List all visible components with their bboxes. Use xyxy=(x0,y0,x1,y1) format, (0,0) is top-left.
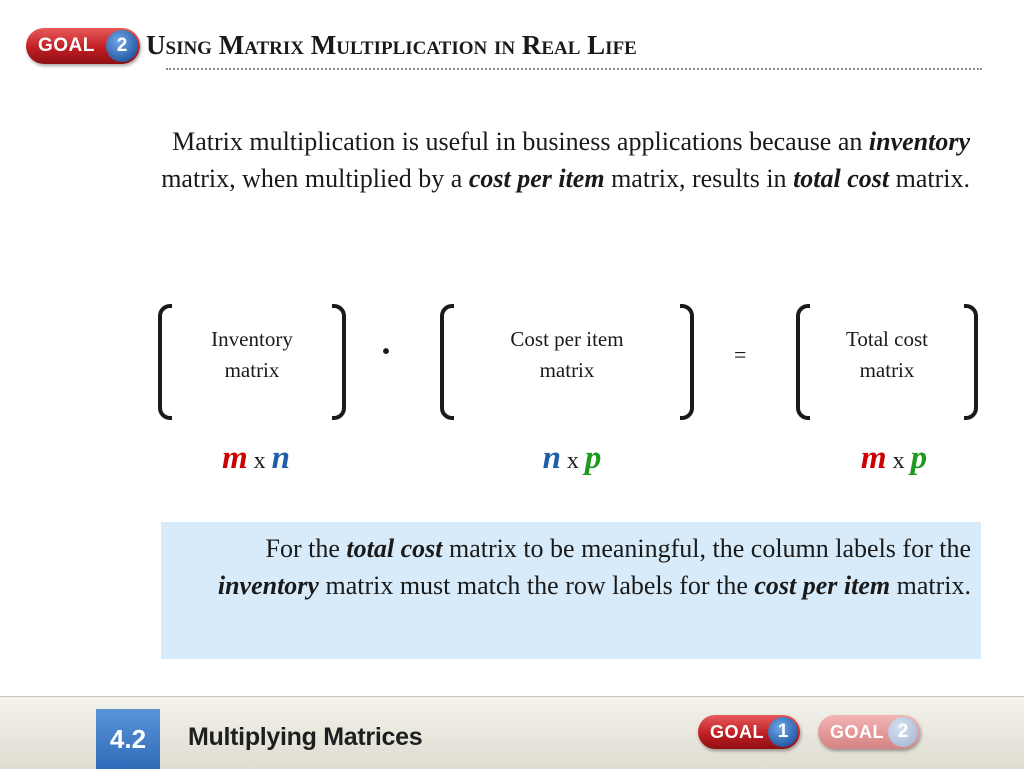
section-title: Multiplying Matrices xyxy=(188,723,423,751)
intro-emphasis-cost-per-item: cost per item xyxy=(468,164,605,193)
matrix-label-line-1: Inventory xyxy=(211,327,293,351)
goal-badge-label: GOAL xyxy=(38,35,95,56)
goal-badge-number: 2 xyxy=(106,30,138,62)
title-divider xyxy=(166,68,982,70)
inventory-matrix: Inventory matrix xyxy=(158,304,346,420)
intro-emphasis-inventory: inventory xyxy=(868,127,970,156)
intro-text-4: matrix. xyxy=(889,164,970,193)
intro-text-1: Matrix multiplication is useful in busin… xyxy=(172,127,869,156)
goal-2-badge: GOAL 2 xyxy=(26,28,140,64)
dim-times: x xyxy=(566,448,579,474)
dim-times: x xyxy=(253,448,266,474)
goal-1-number: 1 xyxy=(768,717,798,747)
matrix-label-line-1: Total cost xyxy=(846,327,928,351)
dim-n: n xyxy=(542,440,561,476)
note-box: For the total cost matrix to be meaningf… xyxy=(161,522,981,659)
note-emphasis-total-cost: total cost xyxy=(346,534,443,563)
matrix-label-line-2: matrix xyxy=(224,358,280,382)
right-bracket xyxy=(332,304,346,420)
cost-per-item-matrix: Cost per item matrix xyxy=(440,304,694,420)
section-number-badge[interactable]: 4.2 xyxy=(96,709,160,769)
page-title: Using Matrix Multiplication in Real Life xyxy=(146,30,637,60)
matrix-label: Total cost matrix xyxy=(796,324,978,386)
goal-2-label: GOAL xyxy=(830,721,884,742)
note-paragraph: For the total cost matrix to be meaningf… xyxy=(169,530,971,604)
note-text-4: matrix. xyxy=(890,571,971,600)
intro-text-2: matrix, when multiplied by a xyxy=(161,164,469,193)
intro-paragraph: Matrix multiplication is useful in busin… xyxy=(150,123,970,197)
dim-n: n xyxy=(271,440,291,476)
multiply-dot-operator: · xyxy=(380,331,393,371)
dim-m: m xyxy=(221,440,248,476)
note-emphasis-cost-per-item: cost per item xyxy=(754,571,891,600)
right-bracket xyxy=(964,304,978,420)
matrix-label-line-1: Cost per item xyxy=(510,327,624,351)
dim-times: x xyxy=(892,448,905,474)
left-bracket xyxy=(796,304,810,420)
matrix-label: Inventory matrix xyxy=(158,324,346,386)
dim-p: p xyxy=(584,440,602,476)
footer-bar: 4.2 Multiplying Matrices GOAL 1 GOAL 2 xyxy=(0,696,1024,769)
note-text-2: matrix to be meaningful, the column labe… xyxy=(442,534,971,563)
goal-1-button[interactable]: GOAL 1 xyxy=(698,715,800,749)
intro-emphasis-total-cost: total cost xyxy=(793,164,890,193)
equals-operator: = xyxy=(734,342,747,367)
total-cost-matrix: Total cost matrix xyxy=(796,304,978,420)
goal-2-button[interactable]: GOAL 2 xyxy=(818,715,920,749)
matrix-label: Cost per item matrix xyxy=(440,324,694,386)
matrix-label-line-2: matrix xyxy=(859,358,915,382)
note-text-3: matrix must match the row labels for the xyxy=(318,571,755,600)
right-bracket xyxy=(680,304,694,420)
note-text-1: For the xyxy=(265,534,347,563)
goal-1-label: GOAL xyxy=(710,721,764,742)
note-emphasis-inventory: inventory xyxy=(217,571,319,600)
dim-m: m xyxy=(860,440,887,476)
left-bracket xyxy=(440,304,454,420)
matrix-label-line-2: matrix xyxy=(539,358,595,382)
left-bracket xyxy=(158,304,172,420)
goal-2-number: 2 xyxy=(888,717,918,747)
dim-p: p xyxy=(910,440,928,476)
intro-text-3: matrix, results in xyxy=(604,164,794,193)
